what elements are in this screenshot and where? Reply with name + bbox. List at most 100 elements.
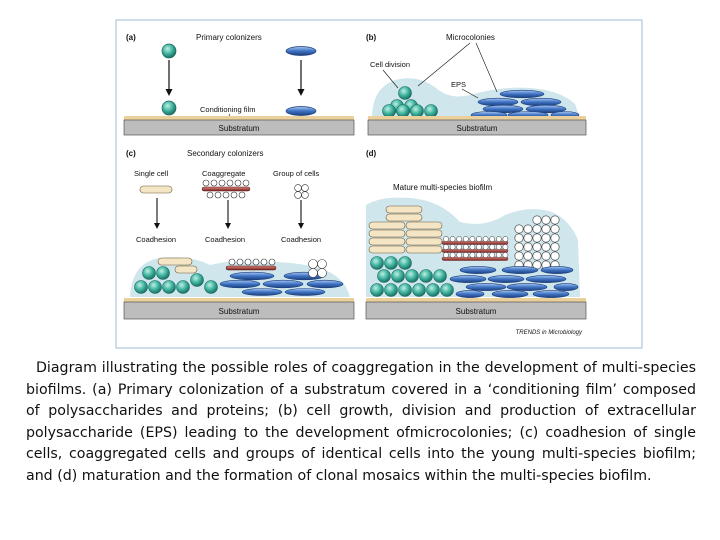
coccus-white (541, 251, 551, 261)
coccus-white (514, 224, 524, 234)
group-coccus (317, 268, 327, 278)
panel-a: (a) Primary colonizers Conditioning film… (123, 33, 355, 136)
coccus (396, 104, 410, 118)
coccus (398, 283, 412, 297)
group-coccus (294, 184, 302, 192)
coaggregate-label: Coaggregate (202, 169, 245, 178)
substratum-b (367, 119, 587, 136)
single-cell-label: Single cell (134, 169, 169, 178)
coccus (426, 283, 440, 297)
rod (540, 266, 574, 274)
group-coccus (294, 191, 302, 199)
coccus-white (502, 244, 509, 250)
microcolonies-leader-1 (417, 42, 471, 87)
coaggregate-coccus (222, 191, 230, 199)
red-rod (441, 240, 509, 245)
primary-rod-top (285, 46, 317, 56)
coccus-white (443, 244, 449, 250)
biofilm-figure: (a) Primary colonizers Conditioning film… (115, 19, 643, 349)
coccus-white (550, 215, 560, 225)
film-b (368, 116, 586, 120)
rod (455, 290, 485, 298)
film-c (124, 298, 354, 302)
coccus-white (514, 233, 524, 243)
coccus-white (244, 258, 252, 266)
coccus-white (489, 244, 496, 250)
panel-c-title: Secondary colonizers (187, 149, 263, 158)
arrowhead-icon (225, 223, 231, 229)
coccus-white (523, 224, 533, 234)
arrowhead-icon (165, 89, 173, 96)
substratum-c (123, 301, 355, 320)
coccus-white (489, 252, 496, 258)
coccus-white (550, 242, 560, 252)
rod (465, 283, 507, 291)
coccus (412, 283, 426, 297)
coccus-white (476, 244, 482, 250)
rod (219, 279, 261, 289)
substratum-c-label: Substratum (219, 307, 260, 316)
coccus-white (449, 244, 456, 250)
rod (525, 275, 567, 283)
coccus-white (495, 244, 502, 250)
rod (532, 290, 570, 298)
conditioning-film-label: Conditioning film (200, 105, 255, 114)
panel-a-title: Primary colonizers (196, 33, 262, 42)
coaggregate-coccus (214, 191, 222, 199)
coccus-white (532, 224, 542, 234)
coccus-white (502, 236, 509, 242)
rod (284, 288, 326, 296)
coaggregate-coccus (210, 179, 218, 187)
microcolonies-leader-2 (475, 42, 498, 93)
coccus-white (495, 252, 502, 258)
panel-b: (b) Microcolonies Cell division EPS Subs… (366, 33, 587, 136)
coaggregate-coccus (206, 191, 214, 199)
coccus (384, 283, 398, 297)
red-rod (441, 256, 509, 261)
coccus (391, 269, 405, 283)
group-coccus (317, 259, 327, 269)
panel-d-title: Mature multi-species biofilm (393, 183, 492, 192)
coaggregate-rod (201, 186, 251, 192)
single-cell-icon (139, 185, 173, 194)
rod (553, 283, 579, 291)
coccus-white (252, 258, 260, 266)
coccus (405, 269, 419, 283)
coccus-white (482, 236, 489, 242)
rod (520, 97, 562, 107)
coccus (162, 280, 176, 294)
coccus-white (523, 251, 533, 261)
coccus (440, 283, 454, 297)
coccus (142, 266, 156, 280)
coccus-white (514, 251, 524, 261)
rod (525, 104, 567, 114)
group-coccus (308, 268, 318, 278)
coccus-white (482, 244, 489, 250)
red-rod (441, 248, 509, 253)
coccus-white (532, 215, 542, 225)
coccus-white (476, 252, 482, 258)
eps-label: EPS (451, 80, 466, 89)
group-coccus (308, 259, 318, 269)
group-coccus (301, 184, 309, 192)
coccus-white (532, 233, 542, 243)
substratum-a-label: Substratum (219, 124, 260, 133)
coccus-white (541, 224, 551, 234)
coccus-white (514, 242, 524, 252)
coccus-white (532, 242, 542, 252)
conditioning-film (124, 116, 354, 120)
coccus-white (443, 236, 449, 242)
coccus-white (462, 252, 469, 258)
cream-rod-cell (405, 237, 443, 246)
coccus (424, 104, 438, 118)
cream-rod-cell (405, 229, 443, 238)
mature-biofilm-cells (368, 205, 579, 298)
panel-b-title: Microcolonies (446, 33, 495, 42)
coccus-white (268, 258, 276, 266)
coccus-white (260, 258, 268, 266)
coaggregate-coccus (238, 191, 246, 199)
cream-rod-cell (405, 221, 443, 230)
eps-leader (461, 88, 479, 99)
arrowhead-icon (298, 223, 304, 229)
panel-c: (c) Secondary colonizers Single cell Coa… (123, 149, 355, 320)
